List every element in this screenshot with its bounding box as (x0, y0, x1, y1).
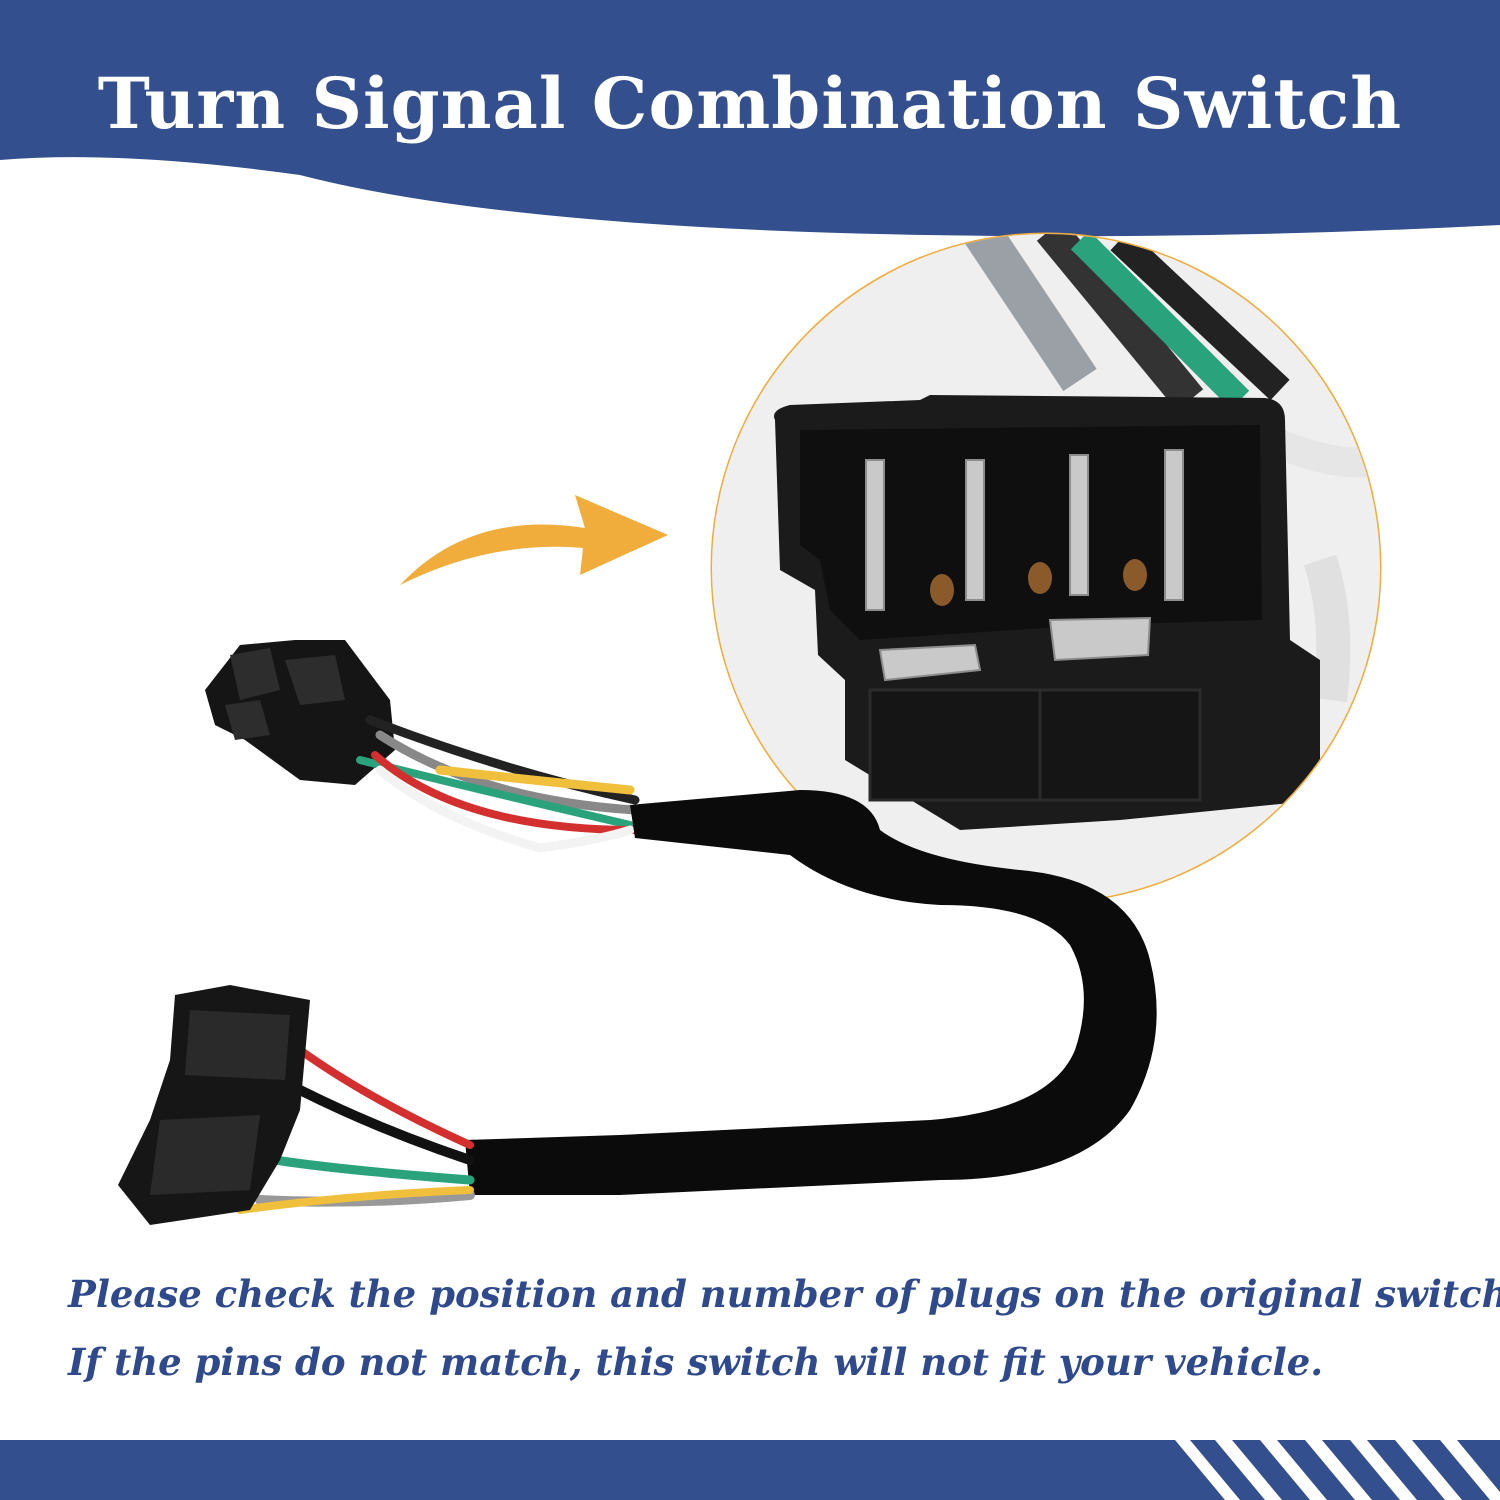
lower-connector-icon (118, 985, 310, 1225)
page-title: Turn Signal Combination Switch (97, 62, 1403, 145)
curved-arrow-icon (400, 495, 668, 585)
footer-band (0, 1440, 1500, 1500)
notice-line-2: If the pins do not match, this switch wi… (68, 1340, 1324, 1384)
header-band (0, 0, 1500, 237)
main-cable-icon (465, 790, 1157, 1195)
lower-wires-icon (236, 1046, 475, 1214)
upper-wires-icon (356, 715, 640, 853)
magnified-connector-icon (710, 232, 1382, 904)
stripe-decoration-icon (1175, 1440, 1500, 1500)
upper-connector-icon (205, 640, 395, 785)
notice-line-1: Please check the position and number of … (68, 1272, 1500, 1316)
